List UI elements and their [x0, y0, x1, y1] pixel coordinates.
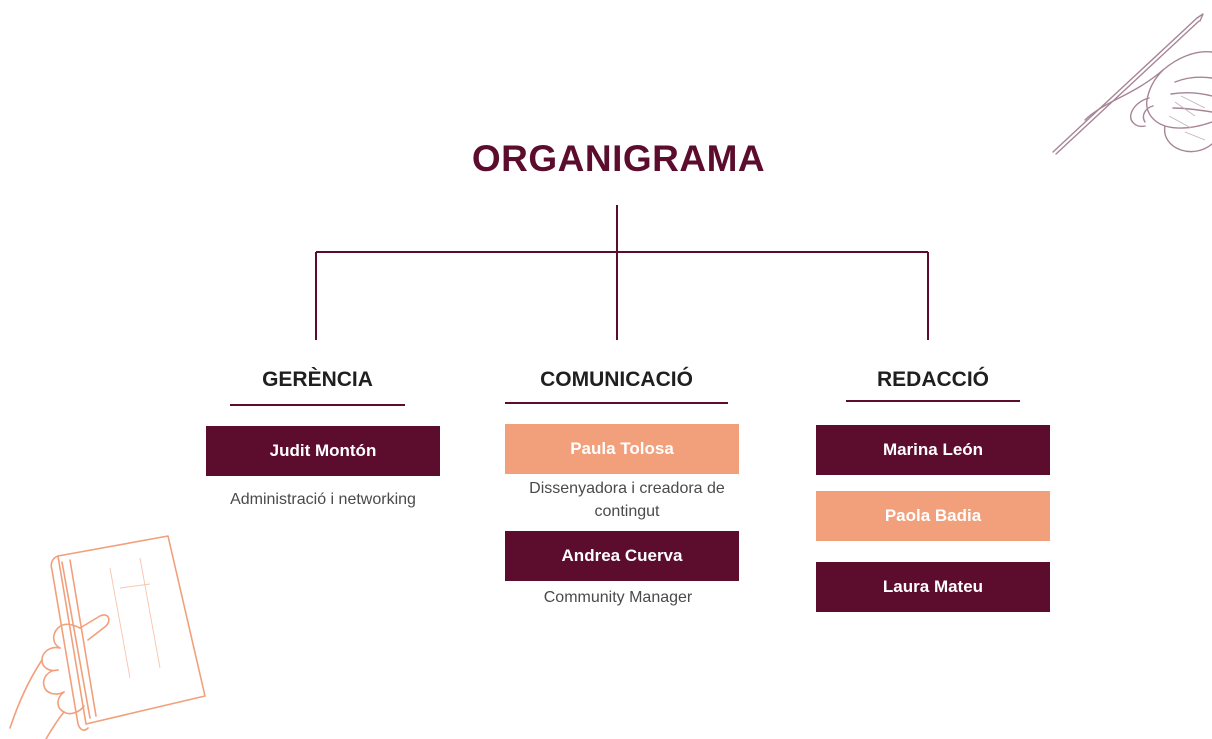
member-role-andrea-cuerva: Community Manager	[543, 589, 693, 606]
member-box-andrea-cuerva: Andrea Cuerva	[505, 531, 739, 581]
member-box-paola-badia: Paola Badia	[816, 491, 1050, 541]
member-box-judit-monton: Judit Montón	[206, 426, 440, 476]
hand-with-notebook-icon	[9, 535, 206, 739]
member-box-laura-mateu: Laura Mateu	[816, 562, 1050, 612]
page-title: ORGANIGRAMA	[471, 138, 766, 179]
hand-with-pen-icon	[1052, 13, 1212, 155]
member-role-judit-monton: Administració i networking	[230, 491, 416, 508]
dept-underline-comunicacio	[505, 402, 728, 404]
member-box-paula-tolosa: Paula Tolosa	[505, 424, 739, 474]
dept-title-gerencia: GERÈNCIA	[262, 368, 373, 391]
member-role-paula-tolosa: Dissenyadora i creadora de contingut	[529, 480, 725, 520]
member-box-marina-leon: Marina León	[816, 425, 1050, 475]
dept-title-comunicacio: COMUNICACIÓ	[540, 368, 693, 391]
dept-title-redaccio: REDACCIÓ	[876, 368, 989, 391]
dept-underline-gerencia	[230, 404, 405, 406]
dept-underline-redaccio	[846, 400, 1020, 402]
